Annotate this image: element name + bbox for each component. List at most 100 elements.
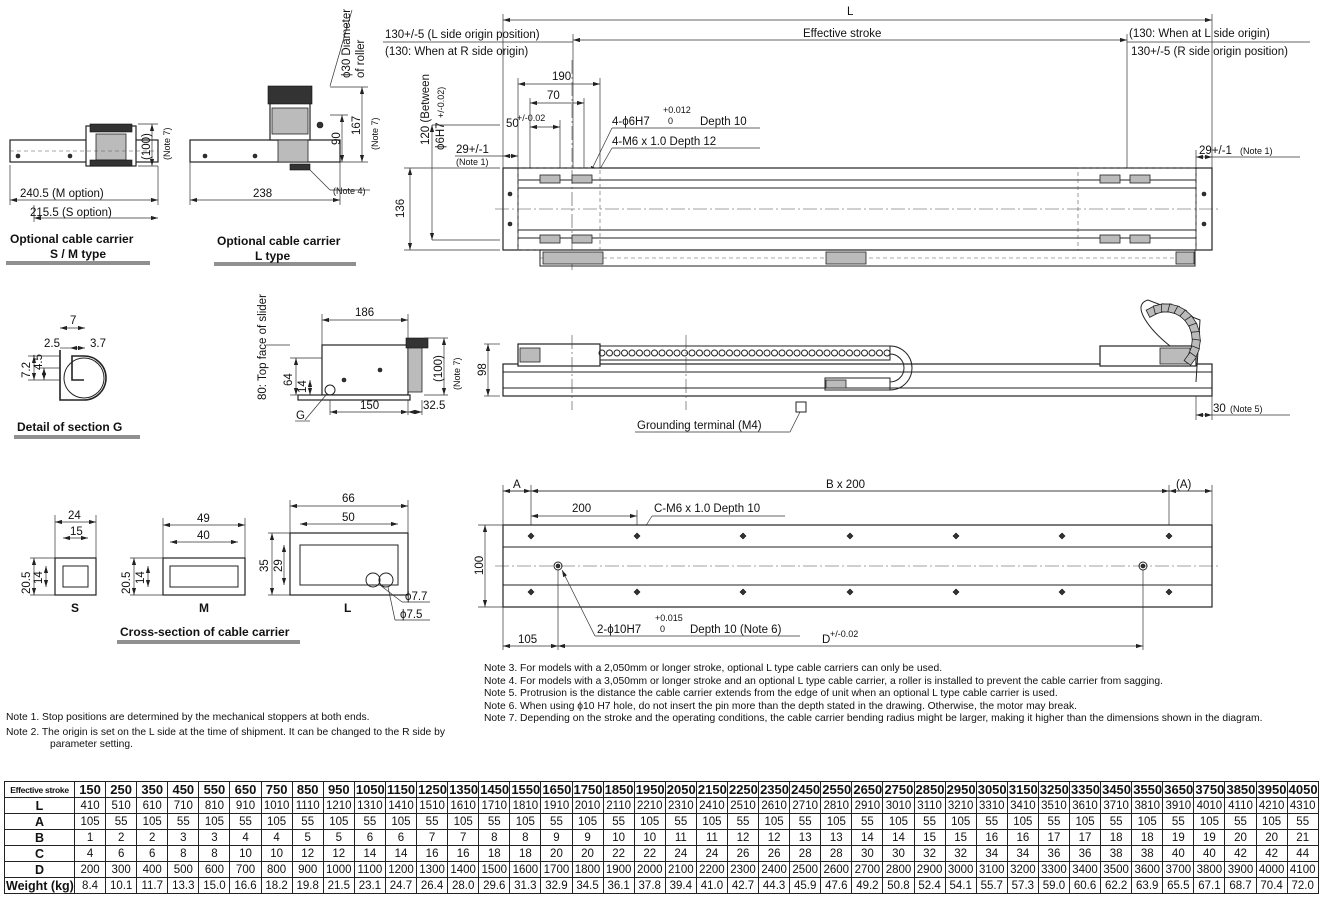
bottom-view: A B x 200 (A) 200 C-M6 x 1.0 Depth 10 10… xyxy=(474,479,1220,650)
table-cell: 24.7 xyxy=(384,877,418,894)
table-cell: 750 xyxy=(260,781,293,798)
table-cell: 11 xyxy=(664,829,697,846)
g-dim-3-7: 3.7 xyxy=(90,338,106,350)
table-cell: 2300 xyxy=(726,861,760,878)
table-cell: 24 xyxy=(695,845,728,862)
table-cell: 9 xyxy=(540,829,573,846)
caption-cross-section: Cross-section of cable carrier xyxy=(120,625,290,639)
chain-link xyxy=(696,349,703,357)
dim-167: 167 xyxy=(351,116,363,135)
origin-r-when: (130: When at R side origin) xyxy=(385,46,528,58)
table-cell: 2810 xyxy=(820,797,853,814)
cable-carrier-sm-view: (100) (Note 7) 240.5 (M option) 215.5 (S… xyxy=(6,123,172,265)
table-cell: 17 xyxy=(1037,829,1071,846)
hole-10h7-tol-up: +0.015 xyxy=(655,613,683,623)
chain-link xyxy=(793,349,801,357)
table-cell: 36.1 xyxy=(602,877,635,894)
table-cell: 1110 xyxy=(291,797,324,814)
table-cell: 12 xyxy=(322,845,355,862)
dim-6h7-v: ϕ6H7 xyxy=(435,122,447,150)
table-cell: 22 xyxy=(602,845,635,862)
row-label: Effective stroke xyxy=(4,781,75,798)
table-cell: 50.8 xyxy=(882,877,915,894)
table-cell: 63.9 xyxy=(1131,877,1164,894)
table-cell: 22 xyxy=(633,845,666,862)
table-cell: 2700 xyxy=(851,861,884,878)
table-cell: 13.3 xyxy=(167,877,200,894)
table-cell: 42 xyxy=(1255,845,1288,862)
cs-dim-35: 35 xyxy=(259,559,271,572)
note7-side: (Note 7) xyxy=(452,357,462,390)
table-cell: 55 xyxy=(726,813,760,830)
table-cell: 3600 xyxy=(1131,861,1164,878)
table-cell: 2600 xyxy=(820,861,853,878)
origin-l-when: (130: When at L side origin) xyxy=(1129,28,1270,40)
front-view: 80: Top face of slider 186 64 14 G 150 3… xyxy=(257,294,462,422)
table-cell: 13 xyxy=(789,829,822,846)
cs-label-s: S xyxy=(71,601,79,615)
dim-70: 70 xyxy=(547,90,560,102)
dim-30: 30 xyxy=(1213,403,1226,415)
table-cell: 1950 xyxy=(633,781,666,798)
mount-hole xyxy=(739,532,747,540)
dim-100-sm: (100) xyxy=(141,133,153,160)
note-5: Note 5. Protrusion is the distance the c… xyxy=(484,688,1058,700)
table-cell: 1450 xyxy=(478,781,511,798)
table-cell: 950 xyxy=(322,781,355,798)
hole-6h7-tol-dn: 0 xyxy=(668,116,673,126)
table-cell: 18 xyxy=(478,845,511,862)
table-cell: 3500 xyxy=(1100,861,1133,878)
side-view: 98 30 (Note 5) Grounding terminal (M4) xyxy=(477,299,1290,433)
note7-l: (Note 7) xyxy=(370,117,380,150)
table-cell: 150 xyxy=(73,781,107,798)
table-cell: 105 xyxy=(260,813,293,830)
table-cell: 28.0 xyxy=(447,877,480,894)
row-label: B xyxy=(4,829,75,846)
table-cell: 20 xyxy=(1255,829,1288,846)
table-cell: 2350 xyxy=(758,781,791,798)
table-cell: 72.0 xyxy=(1286,877,1319,894)
mount-hole xyxy=(1058,532,1066,540)
table-cell: 55 xyxy=(789,813,822,830)
dim-240-5: 240.5 (M option) xyxy=(20,188,104,200)
dim-32-5: 32.5 xyxy=(423,400,445,412)
table-cell: 38 xyxy=(1131,845,1164,862)
dim-64: 64 xyxy=(283,373,295,386)
g-dim-7: 7 xyxy=(70,315,76,327)
table-cell: 3000 xyxy=(944,861,977,878)
table-cell: 55 xyxy=(1100,813,1133,830)
table-cell: 3850 xyxy=(1224,781,1257,798)
table-cell: 4 xyxy=(73,845,107,862)
table-cell: 19 xyxy=(1193,829,1226,846)
table-cell: 1610 xyxy=(447,797,480,814)
effective-stroke: Effective stroke xyxy=(803,28,881,40)
table-cell: 20 xyxy=(540,845,573,862)
table-cell: 14 xyxy=(882,829,915,846)
table-cell: 3710 xyxy=(1100,797,1133,814)
dim-200-pitch: 200 xyxy=(572,503,591,515)
table-cell: 3200 xyxy=(1006,861,1039,878)
table-cell: 55 xyxy=(602,813,635,830)
table-cell: 3300 xyxy=(1037,861,1071,878)
table-cell: 16 xyxy=(1006,829,1039,846)
table-cell: 800 xyxy=(260,861,293,878)
table-cell: 18 xyxy=(1100,829,1133,846)
table-cell: 4310 xyxy=(1286,797,1319,814)
table-cell: 550 xyxy=(198,781,231,798)
table-cell: 15 xyxy=(944,829,977,846)
carrier-link xyxy=(1183,351,1198,366)
table-cell: 12 xyxy=(726,829,760,846)
chain-link xyxy=(681,349,688,357)
table-cell: 6 xyxy=(353,829,386,846)
dim-90: 90 xyxy=(331,132,343,145)
table-cell: 41.0 xyxy=(695,877,728,894)
table-cell: 8 xyxy=(198,845,231,862)
table-cell: 105 xyxy=(509,813,542,830)
table-cell: 55 xyxy=(291,813,324,830)
chain-links xyxy=(598,349,891,357)
table-cell: 2050 xyxy=(664,781,697,798)
note-4: Note 4. For models with a 3,050mm or lon… xyxy=(484,675,1163,687)
chain-link xyxy=(598,349,606,357)
